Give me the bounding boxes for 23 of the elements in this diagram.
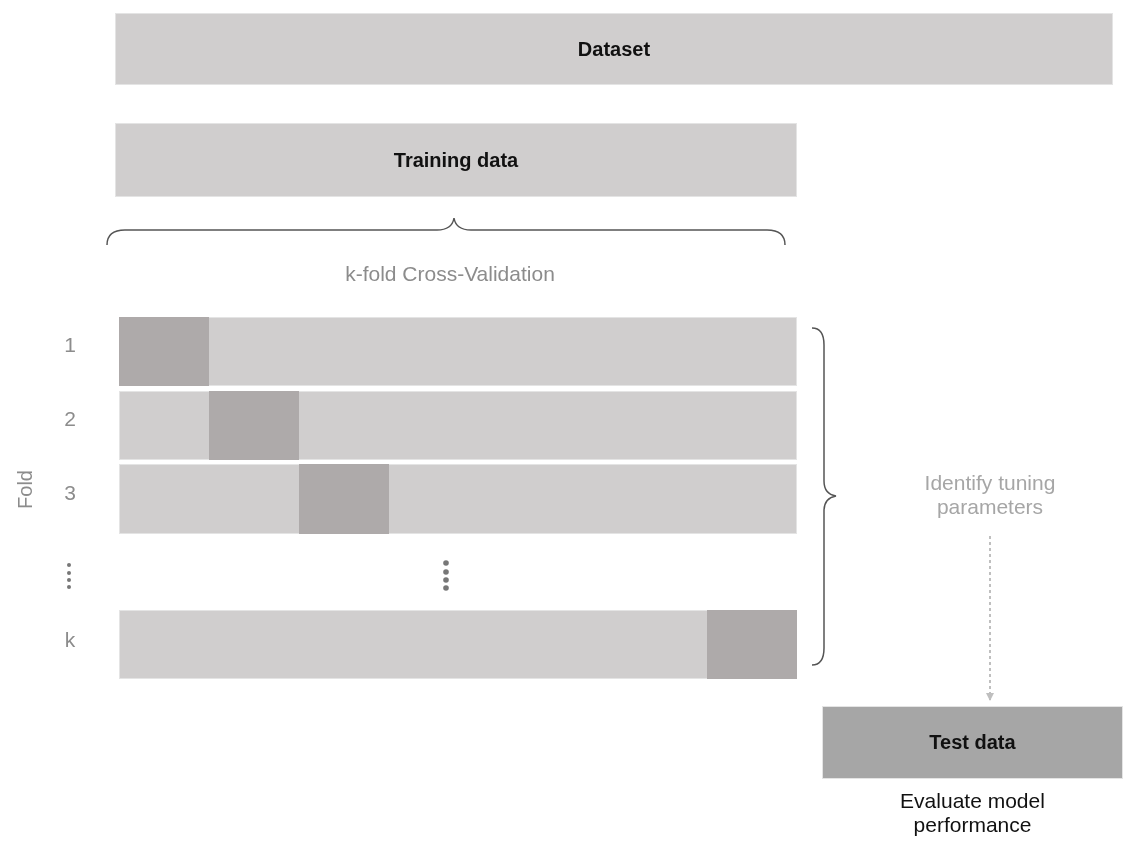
- section-label: k-fold Cross-Validation: [344, 262, 556, 286]
- fold-bar: [119, 317, 797, 386]
- validation-segment: [119, 317, 209, 386]
- arrow: [986, 535, 994, 701]
- data-box: [115, 13, 1113, 85]
- validation-segment: [707, 610, 797, 679]
- validation-segment: [209, 391, 299, 460]
- test-data-box: [822, 706, 1123, 779]
- fold-bar: [119, 391, 797, 460]
- box-label: Test data: [929, 731, 1016, 754]
- validation-segment: [299, 464, 389, 534]
- axis-label: Fold: [13, 469, 37, 511]
- step-text: Identify tuning parameters: [923, 471, 1057, 519]
- fold-number: 1: [63, 333, 77, 357]
- box-label: Dataset: [577, 37, 651, 61]
- fold-number: 2: [63, 407, 77, 431]
- box-label: Training data: [393, 148, 519, 172]
- fold-number: k: [63, 628, 77, 652]
- fold-bar: [119, 610, 797, 679]
- fold-bar: [119, 464, 797, 534]
- caption-text: Evaluate model performance: [899, 789, 1046, 837]
- fold-number: 3: [63, 481, 77, 505]
- data-box: [115, 123, 797, 197]
